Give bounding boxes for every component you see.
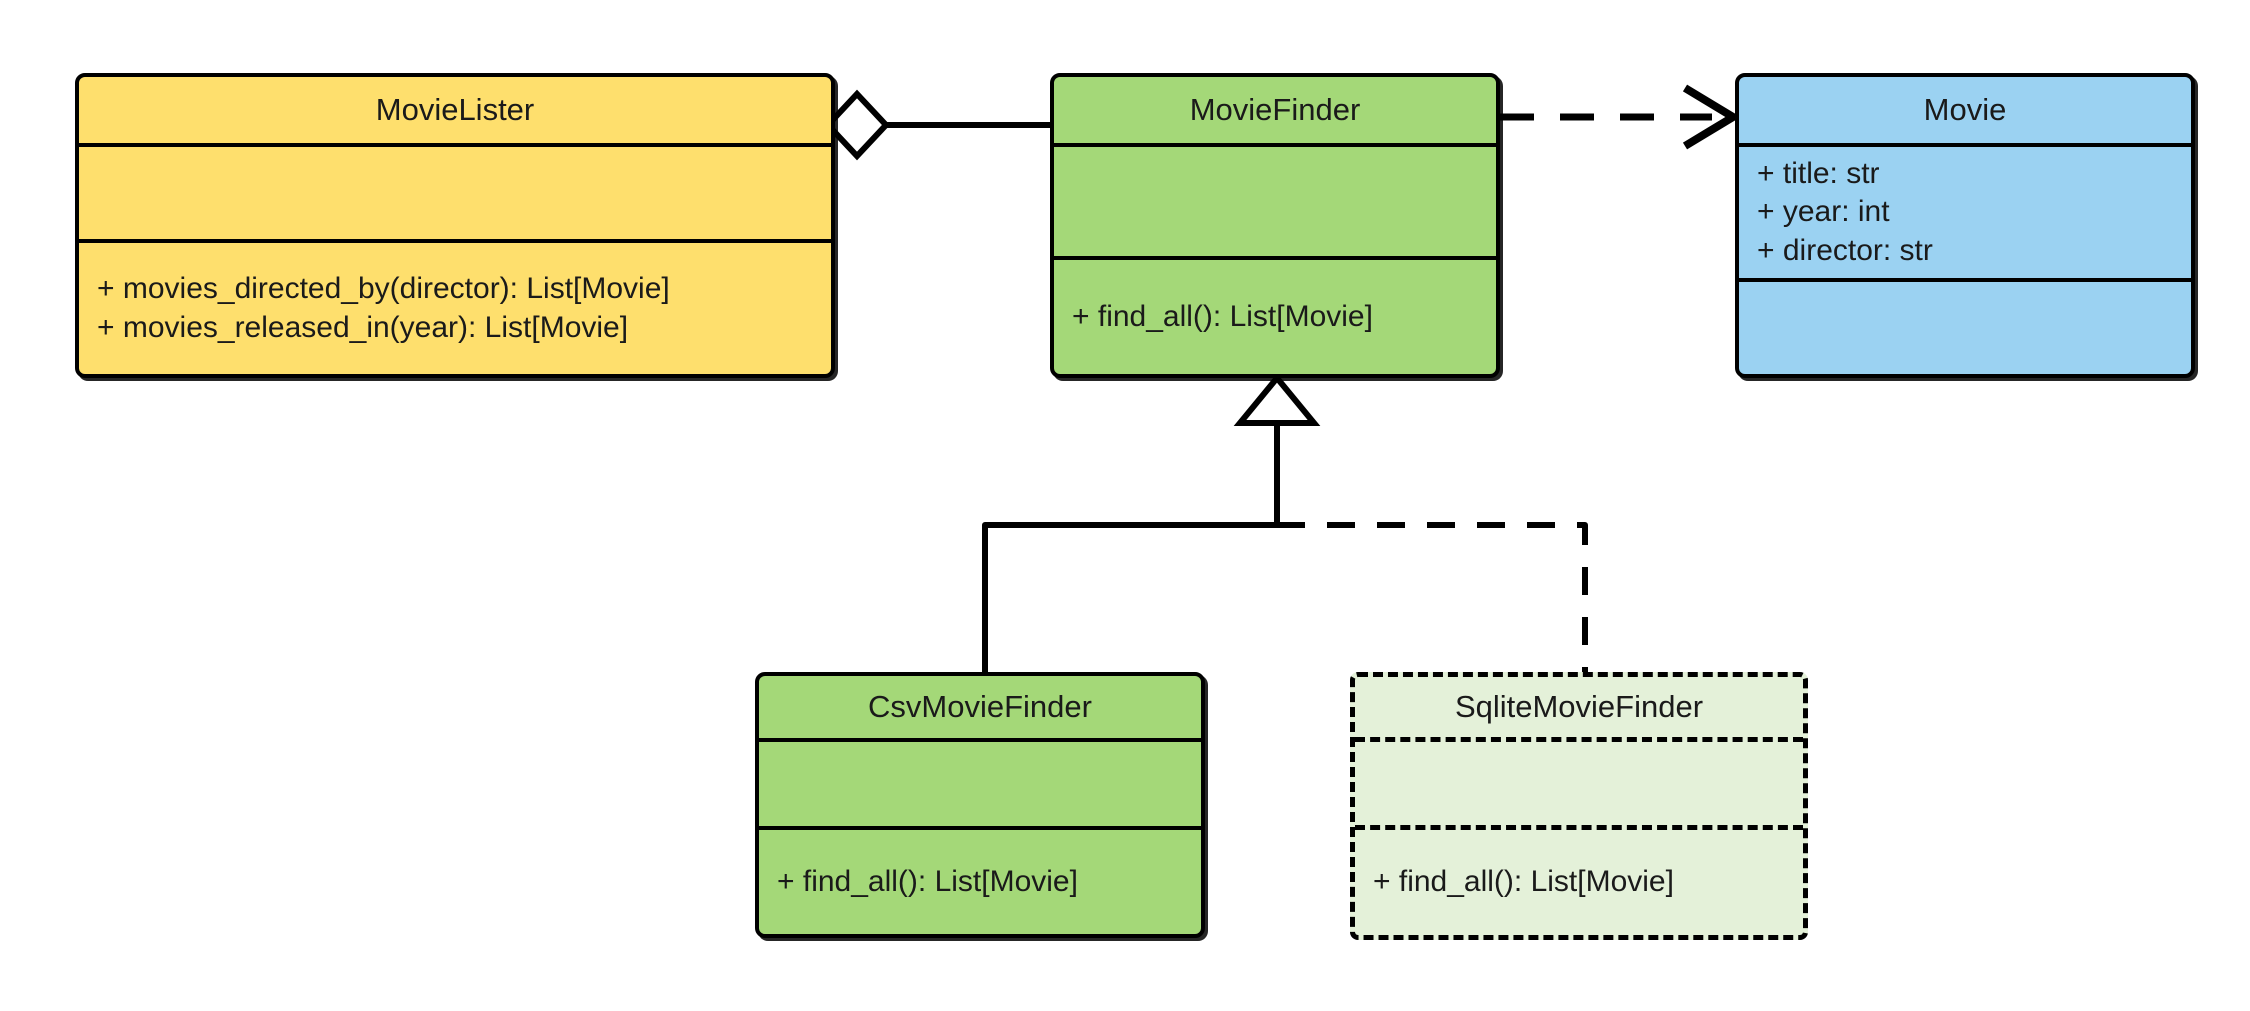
method-item: + find_all(): List[Movie] [1373, 865, 1674, 899]
open-arrowhead-icon [1682, 84, 1741, 150]
method-item: + find_all(): List[Movie] [1072, 299, 1373, 333]
attributes-compartment [759, 738, 1201, 826]
class-box-movie[interactable]: Movie + title: str + year: int + directo… [1735, 73, 2195, 378]
methods-compartment: + find_all(): List[Movie] [1054, 256, 1496, 374]
hollow-diamond-icon [823, 89, 891, 161]
attribute-item: + director: str [1757, 233, 1933, 267]
class-name-compartment: MovieLister [79, 77, 831, 143]
aggregation-lister-finder-edge[interactable] [823, 89, 1050, 161]
dependency-finder-movie-edge[interactable] [1500, 84, 1741, 150]
class-name-label: Movie [1923, 91, 2007, 127]
class-box-movie-finder[interactable]: MovieFinder + find_all(): List[Movie] [1050, 73, 1500, 378]
class-name-compartment: Movie [1739, 77, 2191, 143]
method-item: + find_all(): List[Movie] [777, 864, 1078, 898]
class-name-compartment: CsvMovieFinder [759, 676, 1201, 738]
class-box-movie-lister[interactable]: MovieLister + movies_directed_by(directo… [75, 73, 835, 378]
attribute-item: + title: str [1757, 156, 1880, 190]
class-name-label: CsvMovieFinder [868, 688, 1092, 724]
methods-compartment [1739, 278, 2191, 374]
methods-compartment: + find_all(): List[Movie] [1355, 825, 1803, 935]
attributes-compartment: + title: str + year: int + director: str [1739, 143, 2191, 278]
method-item: + movies_released_in(year): List[Movie] [97, 310, 629, 344]
class-name-label: MovieLister [375, 91, 535, 127]
inheritance-sqlite-branch [1277, 522, 1588, 672]
class-name-compartment: SqliteMovieFinder [1355, 677, 1803, 737]
inheritance-csv-branch [982, 522, 1277, 672]
class-name-label: MovieFinder [1189, 91, 1361, 127]
class-box-csv-movie-finder[interactable]: CsvMovieFinder + find_all(): List[Movie] [755, 672, 1205, 938]
attribute-item: + year: int [1757, 195, 1890, 229]
class-box-sqlite-movie-finder[interactable]: SqliteMovieFinder + find_all(): List[Mov… [1350, 672, 1808, 940]
methods-compartment: + find_all(): List[Movie] [759, 826, 1201, 934]
method-item: + movies_directed_by(director): List[Mov… [97, 272, 670, 306]
class-name-label: SqliteMovieFinder [1454, 688, 1704, 724]
generalization-edges[interactable] [982, 373, 1588, 672]
attributes-compartment [1054, 143, 1496, 256]
attributes-compartment [79, 143, 831, 239]
class-name-compartment: MovieFinder [1054, 77, 1496, 143]
hollow-triangle-icon [1233, 373, 1321, 426]
methods-compartment: + movies_directed_by(director): List[Mov… [79, 239, 831, 374]
attributes-compartment [1355, 737, 1803, 825]
